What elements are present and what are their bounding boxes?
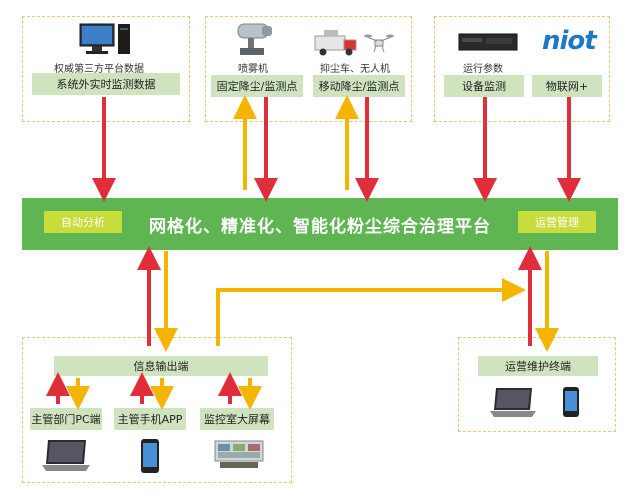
dust-truck-icon: [314, 30, 357, 56]
device-group: [434, 16, 610, 122]
dust-points-group: [205, 16, 412, 122]
fixed-dust-point-box: 固定降尘/监测点: [211, 75, 303, 97]
drone-icon: [364, 34, 394, 53]
operation-management-badge: 运营管理: [518, 211, 596, 233]
big-screen-box: 监控室大屏幕: [200, 408, 274, 430]
arrow-screen-to-ops: [216, 278, 526, 346]
mobile-equipment-caption: 抑尘车、无人机: [320, 64, 390, 75]
device-monitor-box: 设备监测: [444, 75, 524, 97]
ops-smartphone-icon: [563, 387, 579, 417]
ops-laptop-icon: [490, 388, 536, 417]
fog-cannon-caption: 喷雾机: [238, 64, 268, 75]
third-party-caption: 权威第三方平台数据: [54, 64, 144, 75]
laptop-icon: [42, 440, 90, 471]
run-params-caption: 运行参数: [463, 64, 503, 75]
monitoring-device-icon: [458, 33, 518, 51]
mobile-dust-point-box: 移动降尘/监测点: [313, 75, 405, 97]
monitor-room-icon: [214, 440, 264, 468]
niot-logo: niot: [542, 26, 597, 56]
fog-cannon-icon: [237, 23, 272, 55]
mobile-app-box: 主管手机APP: [114, 408, 186, 430]
pc-terminal-box: 主管部门PC端: [30, 408, 102, 430]
third-party-data-box: 系统外实时监测数据: [32, 73, 180, 95]
platform-title: 网格化、精准化、智能化粉尘综合治理平台: [149, 217, 491, 237]
info-output-box: 信息输出端: [54, 356, 268, 376]
auto-analysis-badge: 自动分析: [44, 211, 122, 233]
ops-terminal-box: 运营维护终端: [478, 356, 598, 376]
desktop-computer-icon: [79, 23, 130, 54]
smartphone-icon: [141, 439, 159, 473]
iot-plus-box: 物联网+: [532, 75, 602, 97]
